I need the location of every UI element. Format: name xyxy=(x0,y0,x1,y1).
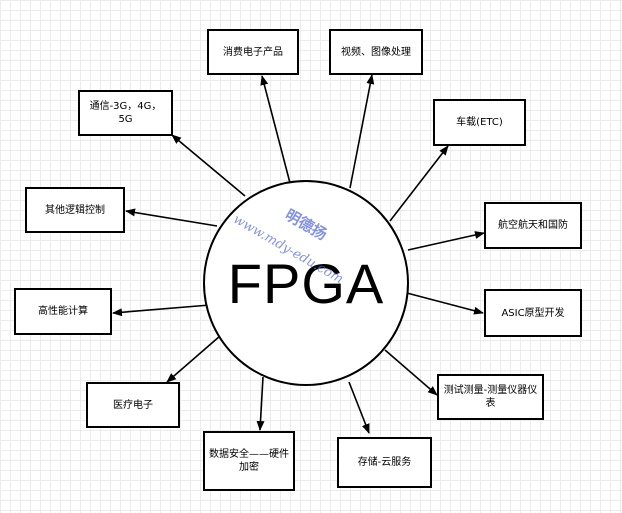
node-high-performance-computing: 高性能计算 xyxy=(14,288,112,335)
node-test-measurement: 测试测量-测量仪器仪表 xyxy=(437,374,544,420)
node-communications: 通信-3G，4G，5G xyxy=(78,90,173,136)
node-other-logic-control: 其他逻辑控制 xyxy=(25,187,125,233)
arrow-to-consumer xyxy=(260,75,291,184)
node-automotive-etc: 车载(ETC) xyxy=(433,99,526,146)
arrow-to-asic xyxy=(402,291,484,315)
fpga-center-label: FPGA xyxy=(227,251,385,315)
node-asic-prototyping: ASIC原型开发 xyxy=(484,289,582,337)
node-aerospace-defense: 航空航天和国防 xyxy=(484,202,582,249)
arrow-to-aero xyxy=(407,231,485,251)
arrow-to-storage xyxy=(348,381,370,434)
node-storage-cloud: 存储-云服务 xyxy=(337,437,432,488)
arrow-to-video xyxy=(349,74,375,189)
node-medical-electronics: 医疗电子 xyxy=(86,382,180,428)
node-consumer-electronics: 消费电子产品 xyxy=(207,29,299,75)
node-video-image-processing: 视频、图像处理 xyxy=(329,29,423,75)
node-data-security: 数据安全——硬件加密 xyxy=(203,431,295,491)
fpga-center-circle xyxy=(203,180,409,386)
arrow-to-hpc xyxy=(112,304,211,317)
